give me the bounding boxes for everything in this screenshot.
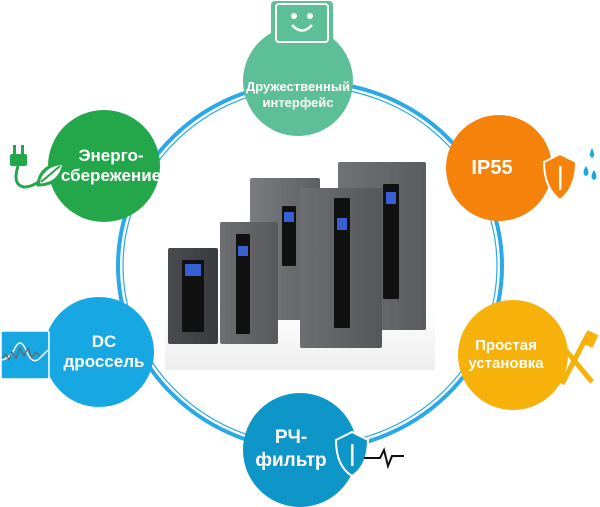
feature-label-line1: DC	[91, 331, 117, 351]
feature-label-line2: фильтр	[255, 450, 327, 471]
smiley-screen-icon	[271, 1, 333, 49]
feature-label-line2: сбережение	[60, 166, 162, 185]
waveform-icon	[0, 330, 50, 380]
feature-label-line2: дроссель	[63, 352, 145, 371]
wrench-screwdriver-icon	[548, 330, 599, 386]
feature-label-line1: Дружественный	[246, 79, 350, 95]
feature-easy-installation: Простая установка	[458, 300, 568, 410]
shield-signal-icon	[334, 430, 404, 478]
feature-label-line1: Энерго-	[78, 145, 144, 165]
shield-water-icon	[542, 148, 597, 202]
plug-leaf-icon	[10, 145, 66, 189]
feature-dc-choke: DC дроссель	[44, 297, 154, 407]
feature-label-line1: РЧ-	[274, 427, 308, 449]
feature-energy-saving: Энерго- сбережение	[48, 110, 162, 222]
product-drives-image	[165, 160, 435, 370]
feature-label-line2: интерфейс	[262, 95, 334, 110]
feature-ip55: IP55	[446, 115, 552, 221]
feature-label-line1: IP55	[471, 157, 513, 179]
feature-label-line1: Простая	[475, 337, 537, 354]
feature-label-line2: установка	[468, 355, 544, 372]
